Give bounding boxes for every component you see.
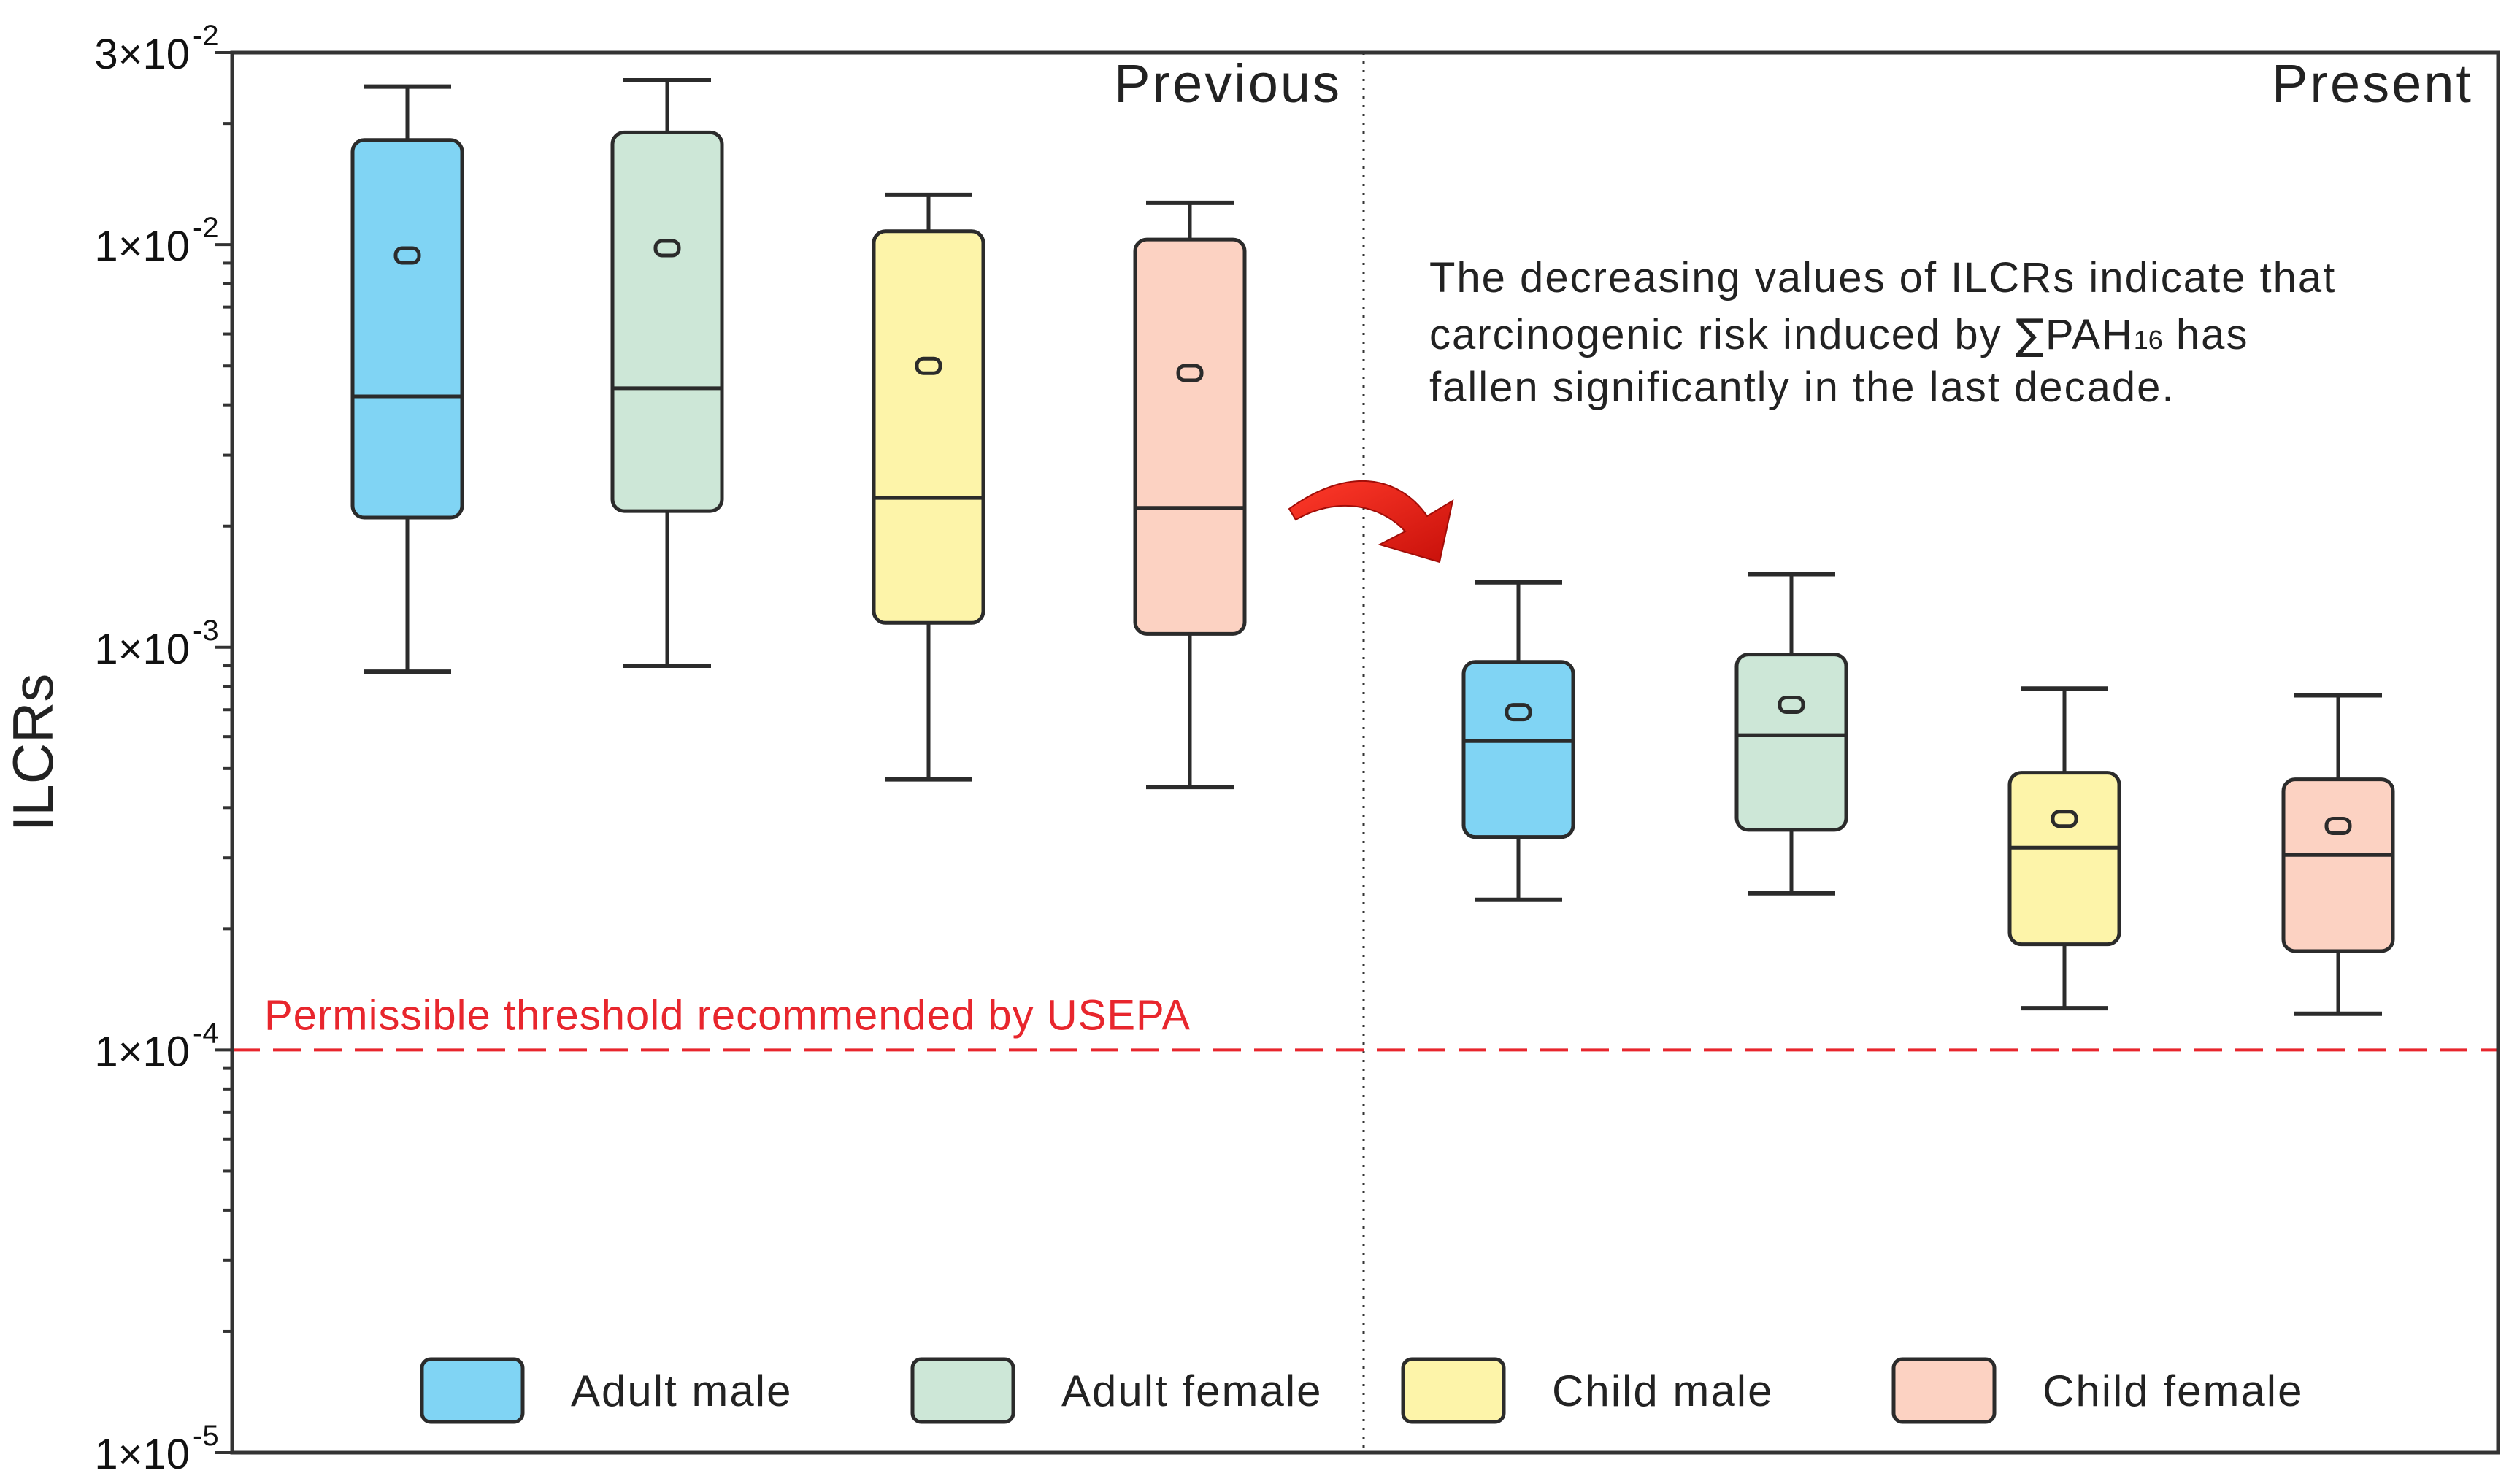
y-tick-exponent: -3 xyxy=(193,615,219,647)
legend-swatch xyxy=(420,1357,525,1424)
pah-text: PAH xyxy=(2045,311,2134,358)
y-tick-exponent: -5 xyxy=(193,1420,219,1452)
box-present-adult-female xyxy=(1734,572,1848,896)
threshold-group: Permissible threshold recommended by USE… xyxy=(232,991,2498,1052)
mean-marker xyxy=(2324,817,2352,836)
threshold-label: Permissible threshold recommended by USE… xyxy=(264,991,1191,1039)
iqr-box xyxy=(610,130,724,513)
box-present-adult-male xyxy=(1461,580,1575,902)
mean-marker xyxy=(1778,695,1805,714)
legend-item-child-female: Child female xyxy=(1891,1357,2304,1424)
mean-marker xyxy=(1505,703,1532,722)
y-axis-label: ILCRs xyxy=(1,674,65,832)
pah-subscript: 16 xyxy=(2134,325,2163,355)
mean-marker xyxy=(393,246,421,265)
iqr-box xyxy=(350,138,464,520)
box-previous-adult-female xyxy=(610,77,724,669)
iqr-box xyxy=(872,229,985,625)
plot-frame xyxy=(230,50,2500,1455)
iqr-box xyxy=(2007,771,2121,947)
y-tick-exponent: -2 xyxy=(193,212,219,244)
boxes xyxy=(350,77,2395,1016)
mean-marker xyxy=(915,356,942,375)
legend-label: Adult female xyxy=(1061,1366,1323,1415)
legend: Adult male Adult female Child male Child fe… xyxy=(420,1357,2304,1424)
y-tick-label: 1×10 xyxy=(94,626,190,673)
mean-marker xyxy=(653,239,681,258)
trend-arrow-icon xyxy=(1288,480,1454,564)
box-previous-adult-male xyxy=(350,84,464,674)
box-present-child-female xyxy=(2281,693,2395,1016)
panel-label-present: Present xyxy=(2272,53,2473,114)
legend-label: Child male xyxy=(1552,1366,1773,1415)
annotation-line-3: fallen significantly in the last decade. xyxy=(1429,364,2175,411)
y-tick-exponent: -2 xyxy=(193,20,219,52)
y-tick-exponent: -4 xyxy=(193,1017,219,1049)
y-tick-label: 1×10 xyxy=(94,223,190,270)
y-tick-labels: 3×10-21×10-21×10-31×10-41×10-5 xyxy=(94,20,218,1478)
y-tick-label: 1×10 xyxy=(94,1431,190,1478)
iqr-box xyxy=(1133,237,1247,636)
box-previous-child-female xyxy=(1133,200,1247,790)
annotation-line-2: carcinogenic risk induced by ∑PAH16 has xyxy=(1429,310,2248,359)
box-present-child-male xyxy=(2007,686,2121,1011)
sigma-symbol: ∑ xyxy=(2016,310,2045,359)
box-previous-child-male xyxy=(872,192,985,782)
annotation-line-2-start: carcinogenic risk induced by xyxy=(1429,311,2016,358)
iqr-box xyxy=(2281,777,2395,953)
legend-swatch xyxy=(910,1357,1015,1424)
legend-item-child-male: Child male xyxy=(1401,1357,1773,1424)
annotation-line-2-end: has xyxy=(2163,311,2249,358)
y-axis-ticks xyxy=(215,51,232,1454)
mean-marker xyxy=(1176,364,1204,382)
y-tick-label: 1×10 xyxy=(94,1028,190,1075)
mean-marker xyxy=(2051,810,2078,828)
annotation-line-1: The decreasing values of ILCRs indicate … xyxy=(1429,254,2336,301)
y-tick-label: 3×10 xyxy=(94,31,190,78)
legend-item-adult-female: Adult female xyxy=(910,1357,1323,1424)
legend-label: Adult male xyxy=(571,1366,792,1415)
legend-item-adult-male: Adult male xyxy=(420,1357,792,1424)
iqr-box xyxy=(1461,660,1575,839)
iqr-box xyxy=(1734,653,1848,832)
legend-label: Child female xyxy=(2043,1366,2304,1415)
legend-swatch xyxy=(1401,1357,1506,1424)
legend-swatch xyxy=(1891,1357,1997,1424)
annotation-text: The decreasing values of ILCRs indicate … xyxy=(1429,254,2336,411)
panel-label-previous: Previous xyxy=(1114,53,1342,114)
